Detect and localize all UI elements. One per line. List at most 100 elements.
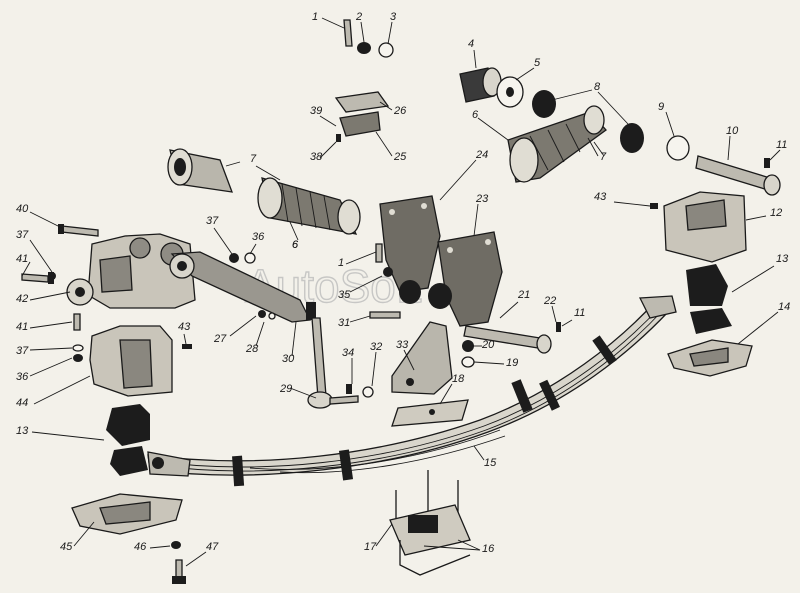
callout-label-35: 35 (338, 289, 351, 301)
leader-line-14 (737, 311, 779, 345)
rubber-cushion-front (106, 404, 150, 476)
leader-line-6 (477, 117, 509, 141)
leader-line-13 (31, 431, 105, 441)
callout-label-46: 46 (134, 541, 147, 553)
callout-label-40: 40 (16, 203, 29, 215)
callout-label-47: 47 (206, 541, 219, 553)
callout-label-45: 45 (60, 541, 73, 553)
leader-line-16 (457, 539, 481, 551)
leader-line-30 (291, 321, 297, 357)
callout-label-13: 13 (776, 253, 789, 265)
leader-line-1 (321, 17, 345, 29)
callout-label-7: 7 (600, 151, 607, 163)
callout-label-11: 11 (574, 307, 585, 319)
leader-line-47 (185, 551, 207, 567)
callout-label-11: 11 (776, 139, 787, 151)
leader-line-7 (255, 165, 281, 181)
leader-line-36 (29, 357, 73, 377)
leaf-spring (147, 295, 677, 487)
callout-label-8: 8 (594, 81, 601, 93)
callout-label-14: 14 (778, 301, 790, 313)
leader-line-28 (255, 321, 265, 347)
leader-line-32 (371, 351, 377, 387)
callout-label-7: 7 (250, 153, 257, 165)
leader-line-12 (745, 215, 767, 221)
leader-line-29 (289, 387, 317, 399)
leader-line-27 (229, 315, 257, 337)
leader-line-17 (375, 523, 393, 547)
leader-line-43 (183, 333, 187, 345)
callout-label-2: 2 (355, 11, 362, 23)
leader-line-38 (319, 141, 337, 159)
leader-line-2 (360, 21, 365, 43)
leader-line-7 (587, 137, 599, 157)
leader-line-9 (665, 111, 675, 137)
leader-line-3 (387, 21, 393, 45)
callout-label-33: 33 (396, 339, 409, 351)
callout-label-1: 1 (338, 257, 344, 269)
leader-line-40 (29, 211, 63, 229)
callout-label-37: 37 (206, 215, 219, 227)
callout-label-18: 18 (452, 373, 465, 385)
center-bracket (391, 321, 453, 395)
leader-line-5 (515, 67, 535, 81)
callout-label-9: 9 (658, 101, 664, 113)
callout-label-32: 32 (370, 341, 382, 353)
leader-line-11 (561, 319, 573, 327)
leader-line-33 (403, 349, 415, 371)
callout-label-21: 21 (517, 289, 530, 301)
u-bolt-assembly (389, 470, 471, 576)
leader-line-37 (213, 227, 233, 255)
callout-label-29: 29 (279, 383, 292, 395)
bolt (463, 325, 541, 349)
leader-line-31 (349, 315, 371, 323)
leader-line-15 (473, 445, 485, 461)
callout-label-12: 12 (770, 207, 782, 219)
bolt (175, 559, 183, 579)
callout-label-15: 15 (484, 457, 497, 469)
callout-label-37: 37 (16, 345, 29, 357)
callout-label-24: 24 (475, 149, 488, 161)
callout-label-10: 10 (726, 125, 739, 137)
callout-label-31: 31 (338, 317, 350, 329)
callout-label-4: 4 (468, 38, 474, 50)
callout-label-5: 5 (534, 57, 541, 69)
leader-line-35 (349, 275, 383, 293)
leader-line-7 (593, 141, 605, 157)
front-bracket-assembly (21, 224, 359, 409)
leader-line-10 (727, 135, 731, 161)
callout-label-22: 22 (543, 295, 556, 307)
callout-label-13: 13 (16, 425, 29, 437)
callout-label-43: 43 (594, 191, 607, 203)
leader-line-41 (21, 261, 31, 277)
callout-label-34: 34 (342, 347, 354, 359)
leader-line-41 (29, 321, 73, 329)
callout-label-28: 28 (245, 343, 259, 355)
spacer-sleeve (459, 67, 502, 103)
leader-line-16 (423, 545, 481, 551)
leader-line-4 (473, 49, 477, 69)
leader-line-11 (769, 149, 781, 161)
callout-label-6: 6 (292, 239, 299, 251)
leader-line-26 (379, 101, 393, 111)
leader-line-22 (551, 305, 557, 323)
callout-label-16: 16 (482, 543, 495, 555)
leader-lines (21, 17, 781, 567)
callout-label-41: 41 (16, 321, 28, 333)
leader-line-8 (551, 89, 593, 101)
shackle-plate (437, 231, 503, 327)
rubber-cushion-rear (686, 264, 732, 334)
rubber-bushing-right (507, 105, 607, 183)
callout-label-30: 30 (282, 353, 295, 365)
leader-line-19 (473, 361, 505, 365)
pin-bolt (695, 155, 771, 191)
leader-line-37 (29, 239, 53, 273)
callout-label-36: 36 (252, 231, 265, 243)
rubber-bushing-left (167, 148, 233, 193)
callout-label-17: 17 (364, 541, 377, 553)
callout-label-36: 36 (16, 371, 29, 383)
leader-line-24 (439, 159, 477, 201)
callout-label-6: 6 (472, 109, 479, 121)
